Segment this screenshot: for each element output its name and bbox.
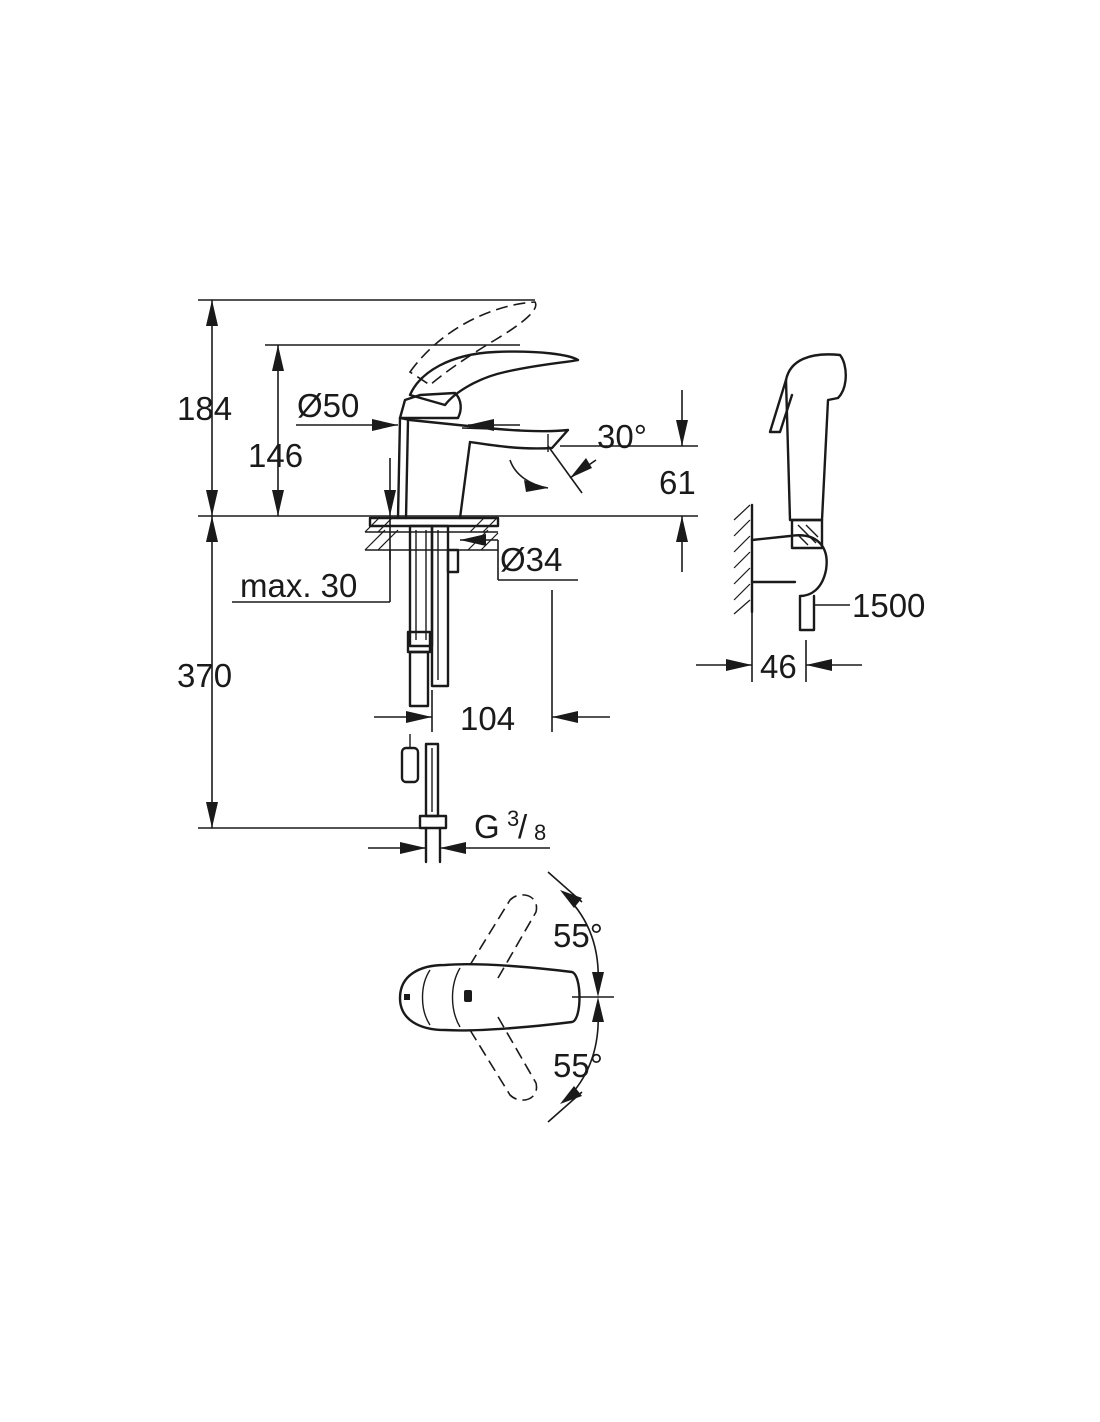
label-spout-clearance: 61 (659, 464, 696, 501)
label-spout-projection: 104 (460, 700, 515, 737)
label-spout-height: 146 (248, 437, 303, 474)
label-total-height: 184 (177, 390, 232, 427)
side-dimensions (198, 299, 698, 854)
hand-shower (696, 353, 862, 682)
label-shower-hose: 1500 (852, 587, 925, 624)
faucet-side-view (364, 301, 580, 864)
label-spout-angle: 30° (597, 418, 647, 455)
label-holder-depth: 46 (760, 648, 797, 685)
label-lever-angle-bottom: 55° (553, 1047, 603, 1084)
label-connection-den: 8 (534, 820, 546, 845)
label-connection-slash: / (518, 808, 528, 845)
label-hose-length: 370 (177, 657, 232, 694)
label-hole-diameter: Ø34 (500, 541, 562, 578)
faucet-top-view (398, 871, 614, 1123)
label-deck-thickness: max. 30 (240, 567, 357, 604)
label-body-diameter: Ø50 (297, 387, 359, 424)
label-connection-num: 3 (507, 806, 519, 831)
label-connection-thread: G (474, 808, 500, 845)
label-lever-angle-top: 55° (553, 917, 603, 954)
